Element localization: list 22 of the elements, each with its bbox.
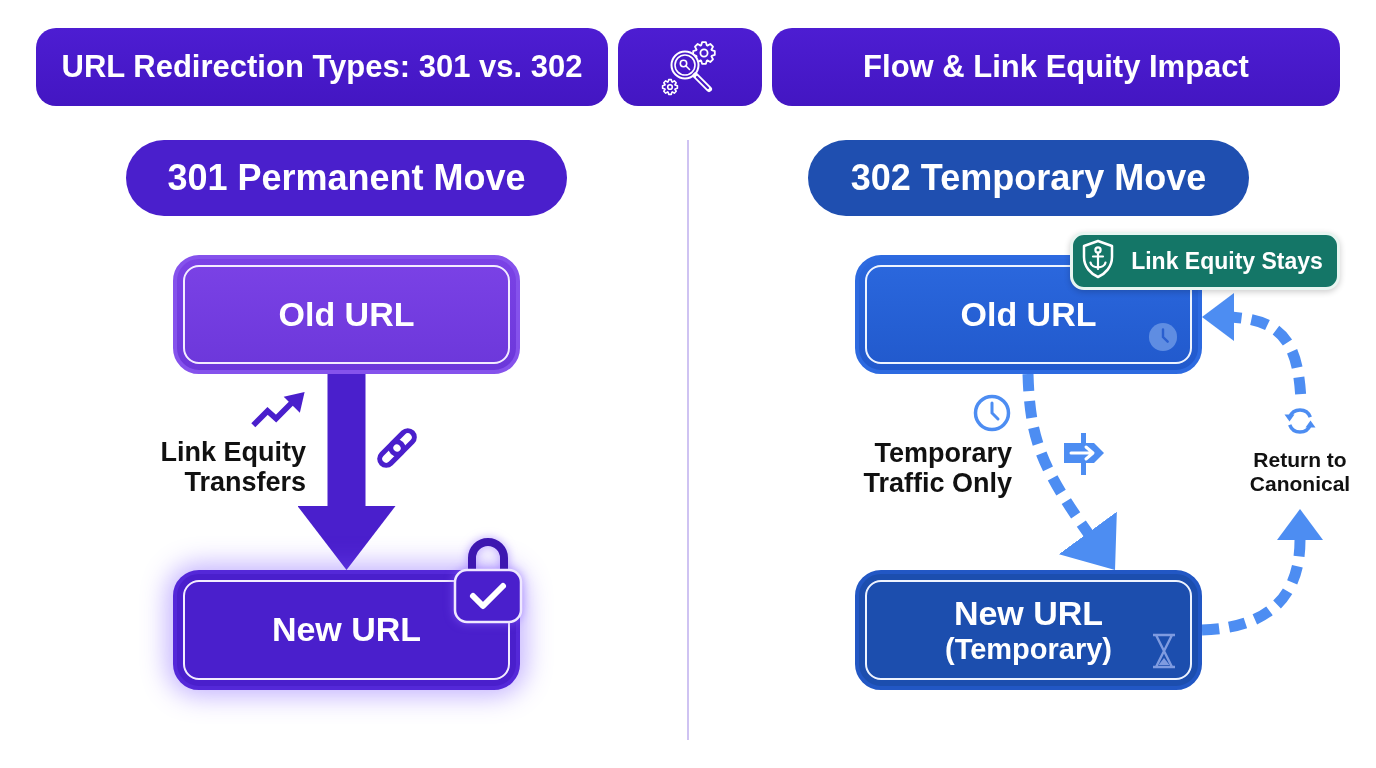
header-box <box>36 28 608 106</box>
edge-label: Return to Canonical <box>1248 448 1352 496</box>
edge-label: Temporary Traffic Only <box>862 438 1012 499</box>
header-text: URL Redirection Types: 301 vs. 302 <box>61 49 583 85</box>
badge-text: Link Equity Stays <box>1131 247 1323 275</box>
pill-text: 302 Temporary Move <box>850 157 1207 199</box>
edge-label: Link Equity Transfers <box>159 437 306 498</box>
url-text: Old URL <box>278 294 415 335</box>
url-box <box>855 570 1202 690</box>
url-text: Old URL <box>960 294 1097 335</box>
block-arrow <box>297 374 396 570</box>
dashed-arrow <box>1022 373 1118 571</box>
url-box <box>173 255 520 374</box>
pill-text: 301 Permanent Move <box>167 157 526 199</box>
url-text: (Temporary) <box>944 632 1113 667</box>
icon-tile <box>618 28 762 106</box>
header-text: Flow & Link Equity Impact <box>863 49 1249 85</box>
url-text: New URL <box>953 593 1104 633</box>
header-box <box>772 28 1340 106</box>
url-text: New URL <box>271 610 422 650</box>
url-box <box>173 570 520 690</box>
status-badge <box>1070 232 1340 290</box>
